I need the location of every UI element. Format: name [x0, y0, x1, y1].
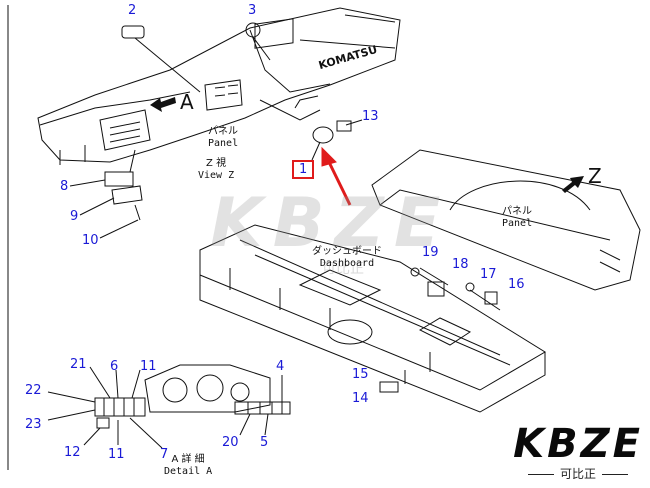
view-letter-z: Z: [588, 164, 602, 188]
view-z-label-jp: Z 視: [206, 158, 227, 169]
callout-19: 19: [422, 245, 439, 260]
callout-20: 20: [222, 435, 239, 450]
callout-12: 12: [64, 445, 81, 460]
part-2-connector: [121, 25, 201, 93]
watermark-subtext: 可比正: [322, 261, 364, 277]
brand-logo-subtext: 可比正: [508, 468, 648, 480]
callout-10: 10: [82, 233, 99, 248]
view-z-label-en: View Z: [198, 169, 235, 181]
callout-17: 17: [480, 267, 497, 282]
callout-14: 14: [352, 391, 369, 406]
panel-right-label: パネル Panel: [502, 206, 532, 229]
upper-panel-assembly: [37, 7, 401, 165]
callout-16: 16: [508, 277, 525, 292]
callout-15: 15: [352, 367, 369, 382]
dashboard-label: ダッシュボード Dashboard: [312, 246, 382, 269]
view-a-arrow: [150, 97, 176, 112]
callout-13: 13: [362, 109, 379, 124]
brand-logo: KBZE 可比正: [508, 424, 648, 484]
part-3-knob: [245, 22, 271, 61]
parts-8-9-10: [69, 149, 143, 239]
part-13-socket: [336, 119, 363, 132]
detail-a-label: A 詳 細 Detail A: [164, 454, 212, 477]
panel-label: パネル Panel: [208, 126, 238, 149]
dashboard-label-en: Dashboard: [319, 257, 375, 269]
detail-a-label-jp: A 詳 細: [171, 454, 205, 465]
view-z-arrow: [562, 176, 584, 193]
callout-18: 18: [452, 257, 469, 272]
watermark-logo: KBZE: [210, 184, 451, 263]
right-panel-assembly: [371, 149, 641, 291]
callout-23: 23: [25, 417, 42, 432]
callout-22: 22: [25, 383, 42, 398]
callout-11-bottom: 11: [108, 447, 125, 462]
parts-14-to-19: [379, 267, 498, 393]
panel-right-label-jp: パネル: [502, 206, 533, 217]
callout-6: 6: [110, 359, 119, 374]
brand-logo-text: KBZE: [513, 421, 643, 467]
callout-1-highlighted: 1: [292, 160, 315, 179]
callout-3: 3: [248, 3, 257, 18]
callout-7: 7: [160, 447, 169, 462]
view-z-label: Z 視 View Z: [198, 158, 234, 181]
panel-label-en: Panel: [208, 137, 239, 149]
callout-8: 8: [60, 179, 69, 194]
panel-right-label-en: Panel: [502, 217, 533, 229]
panel-label-jp: パネル: [208, 126, 239, 137]
detail-a-view: [47, 364, 291, 449]
callout-11-top: 11: [140, 359, 157, 374]
part-1-lighter: [311, 126, 334, 161]
view-letter-a: A: [180, 90, 194, 114]
dashboard-frame: [199, 224, 546, 413]
callout-5: 5: [260, 435, 269, 450]
detail-a-label-en: Detail A: [164, 465, 213, 477]
callout-2: 2: [128, 3, 137, 18]
callout-4: 4: [276, 359, 285, 374]
callout-9: 9: [70, 209, 79, 224]
highlight-arrow: [321, 146, 352, 206]
callout-21: 21: [70, 357, 87, 372]
dashboard-label-jp: ダッシュボード: [312, 246, 382, 257]
